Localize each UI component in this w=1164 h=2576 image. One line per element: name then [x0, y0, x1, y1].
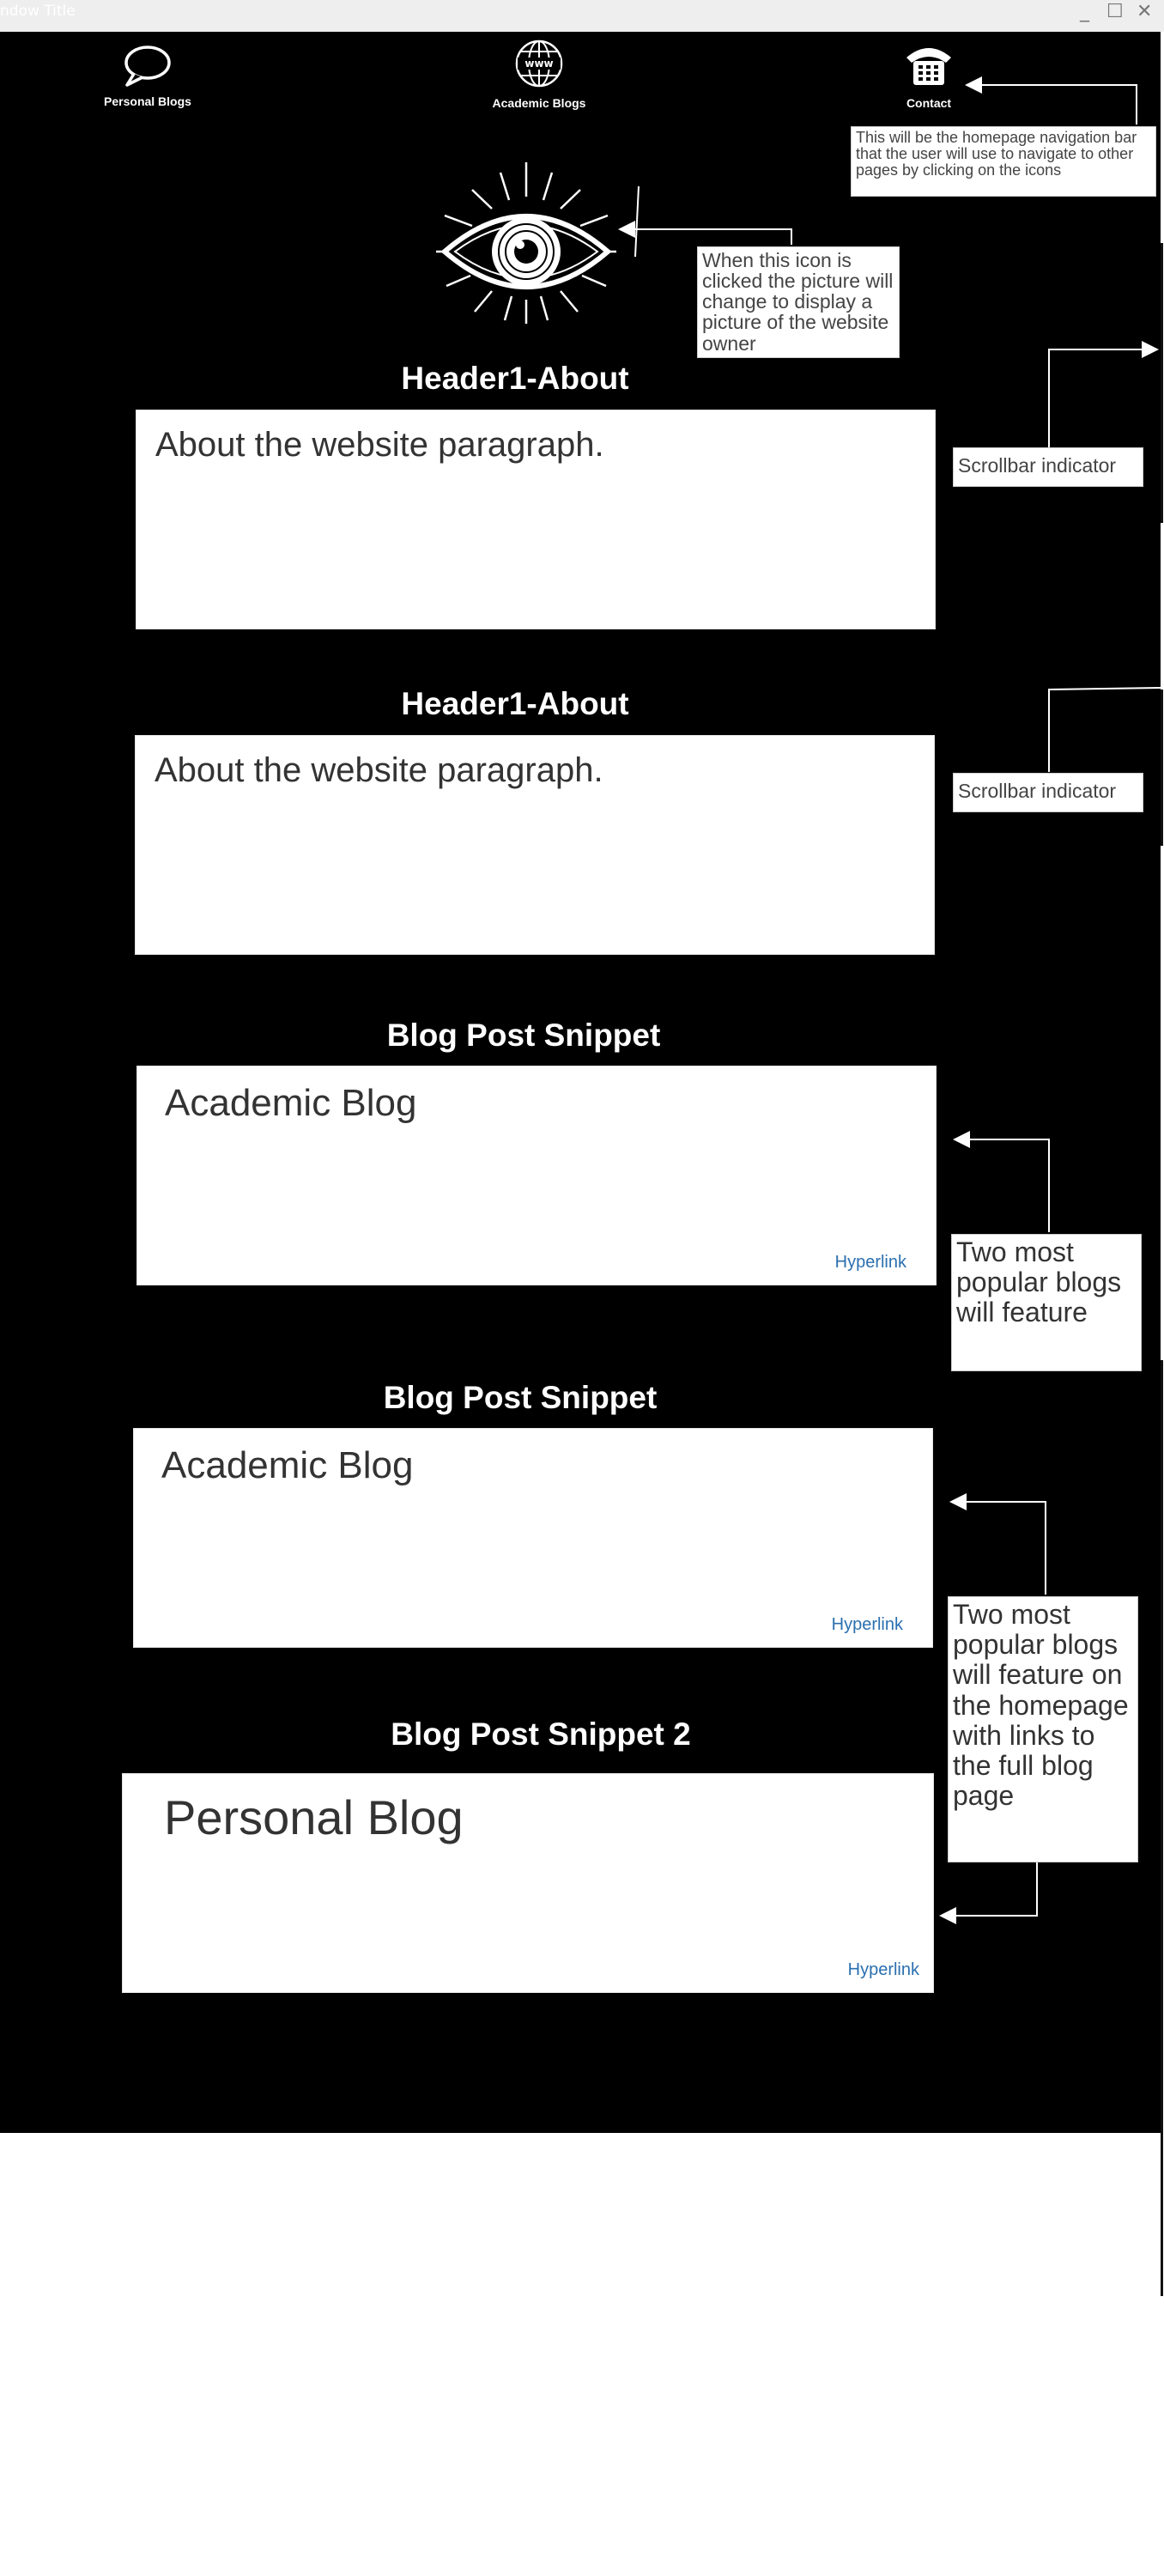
- window-titlebar: ndow Title _ ☐ ✕: [0, 0, 1164, 32]
- about-heading: Header1-About: [401, 686, 629, 721]
- eye-icon: [436, 162, 616, 324]
- blog-snippet-hyperlink[interactable]: Hyperlink: [834, 1253, 906, 1272]
- blog-snippet-title: Academic Blog: [161, 1444, 414, 1486]
- nav-label: Academic Blogs: [492, 96, 586, 110]
- scrollbar-indicator-note: Scrollbar indicator: [953, 447, 1143, 487]
- nav-label: Personal Blogs: [104, 94, 191, 108]
- speech-bubble-icon: [124, 46, 171, 87]
- maximize-button[interactable]: ☐: [1106, 1, 1124, 22]
- blog-snippet-hyperlink[interactable]: Hyperlink: [847, 1960, 919, 1979]
- page-canvas: Personal Blogs www Academic Blogs Contac…: [0, 32, 1161, 2133]
- blog-snippet-heading: Blog Post Snippet: [386, 1018, 661, 1053]
- about-box: About the website paragraph.: [135, 735, 935, 955]
- blog-snippet-title: Academic Blog: [165, 1082, 417, 1124]
- minimize-button[interactable]: _: [1080, 1, 1089, 22]
- about-paragraph: About the website paragraph.: [155, 426, 604, 464]
- blog-snippet-box: Personal Blog Hyperlink: [122, 1773, 934, 1993]
- scrollbar-track[interactable]: [1161, 1360, 1163, 2296]
- close-button[interactable]: ✕: [1137, 1, 1153, 22]
- telephone-icon: [906, 48, 951, 85]
- blog-snippet-box: Academic Blog Hyperlink: [133, 1428, 933, 1648]
- about-paragraph: About the website paragraph.: [155, 751, 603, 789]
- nav-annotation-note: This will be the homepage navigation bar…: [851, 126, 1156, 197]
- nav-contact[interactable]: Contact: [889, 40, 968, 110]
- scrollbar-track[interactable]: [1161, 243, 1163, 523]
- svg-text:www: www: [524, 58, 553, 70]
- globe-www-icon: www: [515, 39, 563, 88]
- nav-academic-blogs[interactable]: www Academic Blogs: [479, 39, 599, 110]
- scrollbar-indicator-note: Scrollbar indicator: [953, 773, 1143, 812]
- blog-snippet-box: Academic Blog Hyperlink: [136, 1066, 937, 1285]
- eye-logo-button[interactable]: [419, 155, 634, 327]
- popular-blogs-note: Two most popular blogs will feature on t…: [948, 1596, 1138, 1862]
- nav-label: Contact: [906, 96, 952, 110]
- scrollbar-track[interactable]: [1161, 690, 1163, 846]
- about-heading: Header1-About: [401, 361, 629, 396]
- annotation-arrows: [618, 76, 1161, 1924]
- blog-snippet-heading: Blog Post Snippet 2: [391, 1716, 691, 1752]
- nav-personal-blogs[interactable]: Personal Blogs: [89, 44, 206, 108]
- blog-snippet-title: Personal Blog: [164, 1790, 464, 1844]
- blog-snippet-heading: Blog Post Snippet: [383, 1380, 658, 1415]
- eye-annotation-note: When this icon is clicked the picture wi…: [697, 246, 900, 358]
- about-box: About the website paragraph.: [136, 410, 936, 629]
- window-title: ndow Title: [0, 3, 76, 20]
- popular-blogs-note: Two most popular blogs will feature: [951, 1234, 1142, 1371]
- blog-snippet-hyperlink[interactable]: Hyperlink: [831, 1615, 903, 1634]
